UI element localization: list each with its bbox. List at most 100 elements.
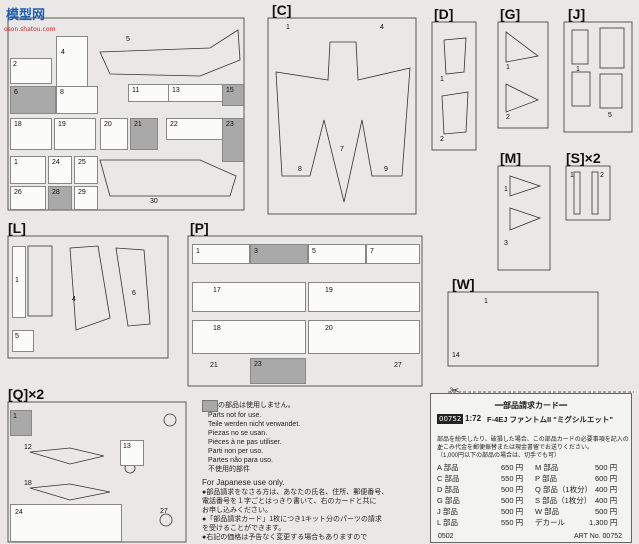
- part-cell: 21: [130, 118, 158, 150]
- card-code: 00752: [439, 415, 462, 423]
- part-number: 3: [504, 240, 508, 247]
- part-cell: 19: [54, 118, 96, 150]
- price-value: 400 円: [595, 496, 618, 505]
- price-value: 500 円: [501, 507, 524, 516]
- price-value: 500 円: [501, 496, 524, 505]
- part-cell: 22: [166, 118, 224, 140]
- part-number: 1: [504, 186, 508, 193]
- part-cell: 11: [128, 84, 170, 102]
- part-number: 21: [210, 362, 218, 369]
- part-cell: 2: [10, 58, 52, 84]
- part-cell: 24: [10, 504, 122, 542]
- part-cell: 20: [100, 118, 128, 150]
- part-cell: 25: [74, 156, 98, 184]
- unused-parts-swatch: [202, 400, 218, 412]
- part-cell: 1: [10, 156, 46, 184]
- part-cell: 7: [366, 244, 420, 264]
- section-label-d: [D]: [434, 6, 454, 22]
- part-number: 1: [506, 64, 510, 71]
- price-value: 1,300 円: [589, 518, 618, 527]
- price-value: 650 円: [501, 463, 524, 472]
- section-label-p: [P]: [190, 220, 209, 236]
- card-product: F-4EJ ファントムII "ミグシルエット": [487, 415, 613, 424]
- jp-note-line: ●部品請求をなさる方は、あなたの氏名、住所、郵便番号、: [202, 489, 389, 496]
- price-label: J 部品: [437, 507, 458, 516]
- part-cell: 29: [74, 186, 98, 210]
- section-label-q: [Q]×2: [8, 386, 45, 402]
- part-cell: 3: [250, 244, 308, 264]
- part-number: 5: [608, 112, 612, 119]
- part-cell: 1: [192, 244, 250, 264]
- part-cell: 1: [10, 410, 32, 436]
- part-number: 27: [160, 508, 168, 515]
- price-label: S 部品（1枚分）: [535, 496, 592, 505]
- part-number: 18: [24, 480, 32, 487]
- unused-parts-line: Teile werden nicht verwandet.: [208, 421, 301, 428]
- card-desc: 部品を紛失したり、破損した場合、この部品カードの必要事項を記入の上: [437, 437, 629, 452]
- jp-note-line: 電話番号を１字ごとはっきり書いて、右のカードと共に: [202, 498, 377, 505]
- price-value: 400 円: [595, 485, 618, 494]
- price-label: D 部品: [437, 485, 460, 494]
- price-label: A 部品: [437, 463, 459, 472]
- jp-note-line: ●「部品請求カード」1枚につき1キット分のパーツの請求: [202, 516, 382, 523]
- unused-parts-line: 不使用的部件: [208, 466, 250, 473]
- price-value: 500 円: [595, 507, 618, 516]
- part-cell: 5: [308, 244, 366, 264]
- part-number: 1: [484, 298, 488, 305]
- part-number: 1: [440, 76, 444, 83]
- price-value: 500 円: [595, 463, 618, 472]
- part-cell: 26: [10, 186, 46, 210]
- part-cell: 19: [308, 282, 420, 312]
- part-number: 4: [72, 296, 76, 303]
- part-cell: 13: [168, 84, 224, 102]
- card-desc: かこみ代金を郵便振替または現金書留でお送りください。: [437, 445, 594, 451]
- price-label: C 部品: [437, 474, 460, 483]
- card-title: ━部品請求カード━: [495, 401, 567, 410]
- parts-request-card: ━部品請求カード━ 00752 1:72 F-4EJ ファントムII "ミグシル…: [430, 393, 632, 543]
- jp-note-line: を受けることができます。: [202, 525, 286, 532]
- page-code: 0502: [438, 533, 454, 540]
- card-scale: 1:72: [465, 414, 482, 423]
- part-number: 8: [298, 166, 302, 173]
- part-cell: 8: [56, 86, 98, 114]
- part-cell: 18: [192, 320, 306, 354]
- price-label: Q 部品（1枚分）: [535, 485, 593, 494]
- jp-note-title: For Japanese use only.: [202, 478, 285, 487]
- card-code-badge: 00752: [437, 414, 464, 424]
- part-number: 6: [132, 290, 136, 297]
- section-label-j: [J]: [568, 6, 586, 22]
- part-cell: 6: [10, 86, 56, 114]
- section-label-g: [G]: [500, 6, 521, 22]
- part-number: 4: [380, 24, 384, 31]
- price-value: 550 円: [501, 474, 524, 483]
- scissors-icon: ✂: [450, 384, 460, 397]
- section-label-s: [S]×2: [566, 150, 601, 166]
- site-logo: 模型网 oson.shatou.com: [2, 2, 64, 42]
- section-label-m: [M]: [500, 150, 521, 166]
- part-cell: 24: [48, 156, 72, 184]
- price-label: M 部品: [535, 463, 559, 472]
- jp-note-line: ●右記の価格は予告なく変更する場合もありますので: [202, 534, 368, 541]
- part-cell: 20: [308, 320, 420, 354]
- part-number: 1: [570, 172, 574, 179]
- part-number: 9: [384, 166, 388, 173]
- part-number: 2: [440, 136, 444, 143]
- part-number: 27: [394, 362, 402, 369]
- section-label-l: [L]: [8, 220, 26, 236]
- price-label: G 部品: [437, 496, 460, 505]
- unused-parts-line: Parti non per uso.: [208, 448, 264, 455]
- part-number: 30: [150, 198, 158, 205]
- unused-parts-line: Pièces à ne pas utiliser.: [208, 439, 282, 446]
- section-label-c: [C]: [272, 2, 292, 18]
- logo-url: oson.shatou.com: [4, 26, 56, 33]
- unused-parts-line: Parts not for use.: [208, 412, 262, 419]
- part-number: 14: [452, 352, 460, 359]
- part-number: 1: [286, 24, 290, 31]
- art-number: ART No. 00752: [574, 533, 622, 540]
- price-label: デカール: [535, 518, 565, 527]
- price-label: P 部品: [535, 474, 557, 483]
- part-number: 7: [340, 146, 344, 153]
- price-value: 550 円: [501, 518, 524, 527]
- price-label: W 部品: [535, 507, 560, 516]
